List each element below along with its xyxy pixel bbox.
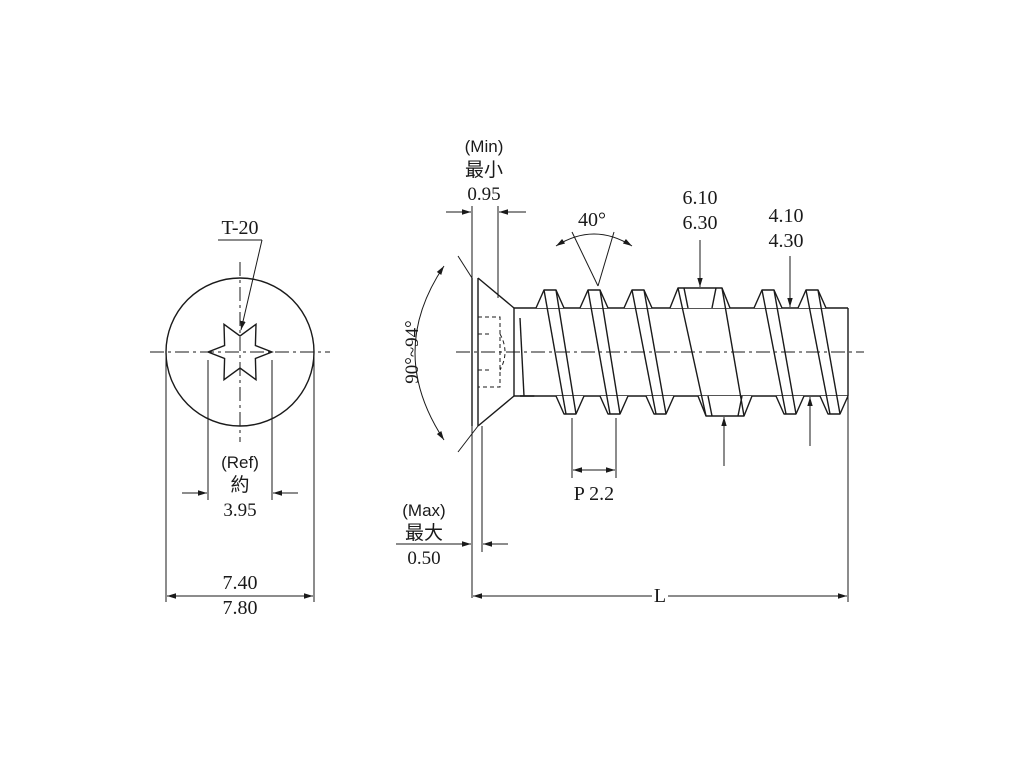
- thread-root-bottom-5: [775, 395, 805, 415]
- thread-flat-top-left: [683, 287, 689, 309]
- max-cjk-label: 最大: [405, 522, 443, 544]
- pitch-label: P 2.2: [574, 483, 614, 505]
- head-diameter-max: 7.80: [223, 597, 258, 619]
- thread-angle-line-right: [597, 231, 615, 287]
- thread-angle-arc: [555, 233, 633, 247]
- minor-dia-min: 4.10: [769, 205, 804, 227]
- thread-root-bottom-3: [645, 395, 675, 415]
- major-dia-max: 6.30: [683, 212, 718, 234]
- helix-line-lead: [519, 317, 525, 397]
- end-view: T-20 (Ref) 約 3.95 7.40 7.80: [150, 217, 330, 619]
- thread-angle-line-left: [571, 231, 599, 287]
- helix-line-9: [761, 289, 787, 415]
- thread-crest-top-2: [579, 289, 609, 309]
- ref-label: (Ref): [221, 453, 259, 472]
- helix-line-2: [555, 289, 577, 415]
- max-value: 0.50: [407, 548, 440, 569]
- thread-angle-label: 40°: [578, 209, 606, 231]
- thread-root-bottom-6: [819, 395, 849, 415]
- major-dia-min: 6.10: [683, 187, 718, 209]
- thread-root-bottom-1: [555, 395, 585, 415]
- helix-line-1: [543, 289, 567, 415]
- angle-extension-bottom: [457, 425, 479, 453]
- length-label: L: [654, 585, 666, 607]
- min-cjk-label: 最小: [465, 159, 503, 181]
- head-angle-label: 90°~94°: [402, 320, 423, 383]
- minor-dia-max: 4.30: [769, 230, 804, 252]
- helix-line-3: [587, 289, 611, 415]
- thread-crest-top-1: [535, 289, 565, 309]
- helix-line-7: [677, 287, 707, 417]
- helix-line-12: [817, 289, 841, 415]
- min-value: 0.95: [467, 184, 500, 205]
- head-countersink-top: [477, 277, 515, 309]
- drive-label-leader: [240, 239, 263, 331]
- thread-root-bottom-2: [599, 395, 629, 415]
- recess-hidden-cone: [499, 333, 506, 371]
- drive-dimension: 3.95: [223, 500, 256, 521]
- side-view: (Min) 最小 0.95 (Max) 最大 0.50 90°~94° 40° …: [396, 137, 864, 607]
- head-countersink-bottom: [477, 395, 515, 427]
- helix-line-5: [631, 289, 657, 415]
- thread-flat-top-right: [711, 287, 717, 309]
- torx-recess-icon: [206, 322, 274, 382]
- helix-line-10: [773, 289, 797, 415]
- helix-line-11: [805, 289, 831, 415]
- helix-line-6: [643, 289, 667, 415]
- helix-line-8: [721, 287, 745, 417]
- thread-flat-bottom-left: [707, 395, 713, 417]
- approx-label: 約: [230, 474, 249, 496]
- drive-label: T-20: [221, 217, 258, 239]
- angle-extension-top: [457, 255, 473, 279]
- head-angle-arc: [414, 265, 445, 441]
- thread-crest-top-6: [797, 289, 827, 309]
- max-label: (Max): [402, 501, 445, 520]
- recess-hidden-lines: [478, 316, 501, 388]
- thread-crest-top-5: [753, 289, 783, 309]
- thread-crest-top-3: [623, 289, 653, 309]
- min-label: (Min): [465, 137, 504, 156]
- helix-line-4: [599, 289, 621, 415]
- head-diameter-min: 7.40: [223, 572, 258, 594]
